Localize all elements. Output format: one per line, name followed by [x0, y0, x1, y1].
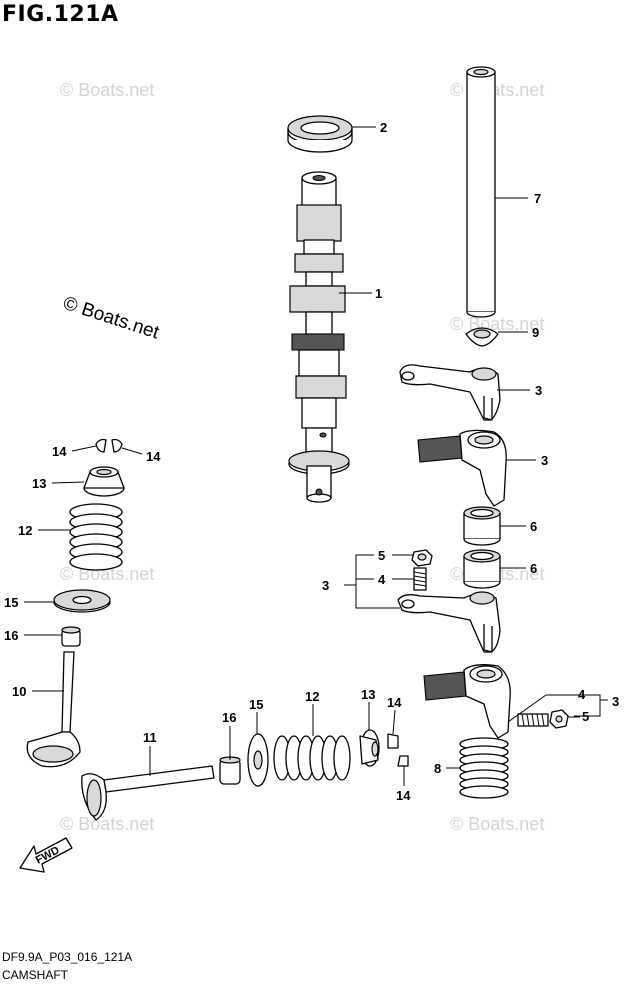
part-rocker-arm	[397, 591, 501, 653]
part-oil-seal	[287, 115, 353, 153]
callout-14: 14	[396, 788, 411, 803]
callout-12: 12	[305, 689, 319, 704]
callout-2: 2	[380, 120, 387, 135]
part-spring-retainer	[83, 466, 125, 497]
part-intake-valve	[81, 765, 215, 821]
callout-4: 4	[378, 572, 386, 587]
callout-13: 13	[361, 687, 375, 702]
part-valve-stem-seal	[61, 626, 81, 647]
callout-3: 3	[541, 453, 548, 468]
callout-14: 14	[387, 695, 402, 710]
leader-lines	[24, 126, 608, 786]
callout-3: 3	[535, 383, 542, 398]
watermark-prominent: © Boats.net	[60, 293, 162, 344]
callout-4: 4	[578, 687, 586, 702]
part-valve-cotter	[95, 438, 123, 453]
part-bushing	[463, 549, 501, 589]
part-bushing	[463, 506, 501, 546]
callout-5: 5	[378, 548, 385, 563]
callout-14: 14	[52, 444, 67, 459]
part-rocker-arm	[399, 364, 501, 421]
callout-7: 7	[534, 191, 541, 206]
fwd-arrow-icon: FWD	[19, 837, 73, 873]
part-lock-nut	[549, 709, 569, 729]
callout-11: 11	[143, 730, 157, 745]
drawing-code: DF9.9A_P03_016_121A	[2, 950, 133, 964]
callout-9: 9	[532, 325, 539, 340]
watermark: © Boats.net	[60, 80, 154, 100]
fwd-label: FWD	[34, 844, 62, 866]
part-valve-spring	[459, 737, 509, 799]
part-spring-seat	[53, 589, 111, 613]
callout-13: 13	[32, 476, 46, 491]
part-rocker-shaft	[466, 66, 496, 318]
part-adjusting-screw	[413, 567, 427, 591]
part-valve-spring	[273, 735, 351, 781]
part-valve-spring	[69, 503, 123, 571]
callout-3: 3	[322, 578, 329, 593]
part-rocker-arm	[423, 664, 511, 739]
watermark: © Boats.net	[450, 314, 544, 334]
watermark: © Boats.net	[60, 814, 154, 834]
part-gasket	[465, 327, 499, 347]
part-spring-seat	[247, 733, 269, 787]
part-lock-nut	[411, 549, 433, 567]
callout-15: 15	[4, 595, 18, 610]
figure-title: FIG.121A	[2, 2, 119, 27]
callout-1: 1	[375, 286, 382, 301]
callout-12: 12	[18, 523, 32, 538]
part-spring-retainer	[359, 729, 380, 767]
callout-numbers: 2 1 7 9 3 3 6 6 5 4 3 4 3 5 8 14 14 13 1…	[4, 120, 619, 803]
figure-caption: CAMSHAFT	[2, 968, 68, 982]
callout-3: 3	[612, 694, 619, 709]
callout-10: 10	[12, 684, 26, 699]
callout-8: 8	[434, 761, 441, 776]
part-rocker-arm	[417, 429, 507, 507]
part-valve-cotter	[387, 733, 409, 767]
callout-6: 6	[530, 561, 537, 576]
callout-6: 6	[530, 519, 537, 534]
callout-5: 5	[582, 709, 589, 724]
callout-14: 14	[146, 449, 161, 464]
callout-16: 16	[4, 628, 18, 643]
callout-15: 15	[249, 697, 263, 712]
part-adjusting-screw	[517, 713, 549, 727]
watermark: © Boats.net	[450, 814, 544, 834]
part-valve-stem-seal	[219, 756, 241, 785]
part-camshaft	[288, 171, 350, 503]
callout-16: 16	[222, 710, 236, 725]
watermark: © Boats.net	[450, 80, 544, 100]
part-exhaust-valve	[26, 651, 81, 768]
